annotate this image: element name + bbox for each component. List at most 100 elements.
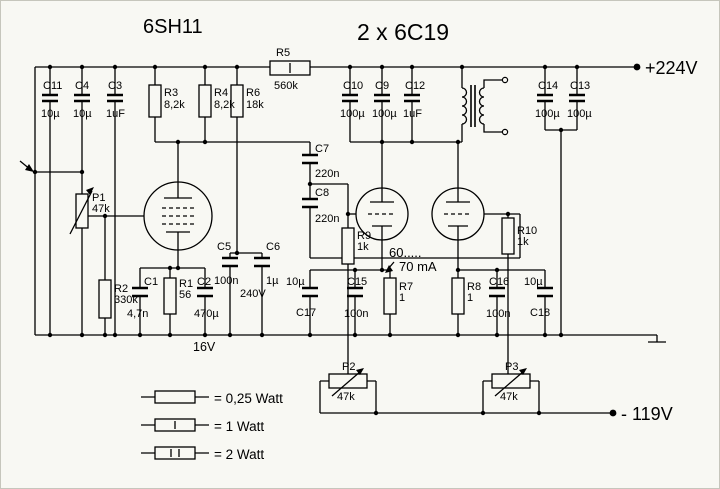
output-terminal-top — [501, 76, 509, 84]
resistor-R1 — [163, 277, 177, 315]
cap-C1 — [132, 286, 148, 298]
ref-C12: C12 — [405, 80, 425, 92]
label-supply-pos: +224V — [645, 58, 698, 78]
ref-C3: C3 — [108, 80, 122, 92]
cap-C17 — [302, 286, 318, 298]
val-R9: 1k — [357, 241, 369, 253]
cap-C14 — [537, 93, 553, 103]
val-C3: 1uF — [106, 108, 125, 120]
ref-P1: P1 — [92, 192, 105, 204]
ref-R10: R10 — [517, 225, 537, 237]
ref-C9: C9 — [375, 80, 389, 92]
cap-C8 — [302, 197, 318, 209]
val-R1: 56 — [179, 289, 191, 301]
val-C8: 220n — [315, 213, 339, 225]
val-R10: 1k — [517, 236, 529, 248]
ref-C17: C17 — [296, 307, 316, 319]
val-R8: 1 — [467, 292, 473, 304]
potentiometer-P3 — [491, 368, 531, 397]
current-note-arrow — [385, 261, 395, 273]
cap-C10 — [342, 93, 358, 103]
title-output-tubes: 2 x 6C19 — [357, 19, 449, 45]
label-cathode-voltage: 16V — [193, 340, 216, 354]
ref-R9: R9 — [357, 230, 371, 242]
val-C6: 1µ — [266, 275, 279, 287]
val-C13: 100µ — [567, 108, 592, 120]
ref-R6: R6 — [246, 87, 260, 99]
cap-C9 — [374, 93, 390, 103]
resistor-R4 — [198, 84, 212, 118]
val-C12: 1uF — [403, 108, 422, 120]
resistor-R9 — [341, 227, 355, 265]
capacitor-symbols — [42, 93, 585, 298]
ref-C4: C4 — [75, 80, 89, 92]
legend-label-1w: = 1 Watt — [214, 419, 264, 434]
val-R6: 18k — [246, 99, 264, 111]
note-current-2: 70 mA — [399, 259, 437, 274]
output-transformer — [461, 67, 509, 142]
ref-C5: C5 — [217, 241, 231, 253]
note-current-1: 60..... — [389, 245, 422, 260]
label-supply-neg: - 119V — [621, 404, 673, 424]
cap-C15 — [347, 286, 363, 298]
ref-C1: C1 — [144, 276, 158, 288]
val-C10: 100µ — [340, 108, 365, 120]
ref-C11: C11 — [43, 80, 62, 92]
val-P2: 47k — [337, 391, 355, 403]
ref-R8: R8 — [467, 281, 481, 293]
cap-C16 — [489, 286, 505, 298]
val-C4: 10µ — [73, 108, 92, 120]
ref-P3: P3 — [505, 361, 518, 373]
val-R5: 560k — [274, 80, 298, 92]
output-stage-wires — [309, 67, 546, 335]
val-C15: 100n — [344, 308, 368, 320]
input-arrow — [19, 160, 34, 172]
resistor-R7 — [383, 277, 397, 315]
triode-2-6c19 — [431, 187, 485, 241]
ref-C18: C18 — [530, 307, 550, 319]
potentiometer-P1 — [69, 187, 94, 235]
val-R4: 8,2k — [214, 99, 235, 111]
val-P3: 47k — [500, 391, 518, 403]
ref-C2: C2 — [197, 276, 211, 288]
cap-C6 — [254, 256, 270, 268]
legend-resistor-2w — [154, 446, 196, 460]
val-C14: 100µ — [535, 108, 560, 120]
resistor-R8 — [451, 277, 465, 315]
val-C2: 470µ — [194, 308, 219, 320]
cap-C18 — [537, 286, 553, 298]
output-terminal-bottom — [501, 128, 509, 136]
val-C5: 100n — [214, 275, 238, 287]
val-C16: 100n — [486, 308, 510, 320]
pentode-6sh11 — [143, 181, 213, 251]
ref-P2: P2 — [342, 361, 355, 373]
title-driver-tube: 6SH11 — [143, 16, 203, 38]
val-C18: 10µ — [524, 276, 543, 288]
resistor-R10 — [501, 217, 515, 255]
ref-R3: R3 — [164, 87, 178, 99]
ref-C16: C16 — [489, 276, 509, 288]
bias-network-wires — [319, 380, 540, 413]
resistor-symbols — [98, 60, 515, 319]
ref-R2: R2 — [114, 283, 128, 295]
cap-C2 — [197, 286, 213, 298]
plus-rail-terminal — [633, 63, 641, 71]
cap-C4 — [74, 93, 90, 103]
junction-dots — [32, 63, 641, 417]
val-R2: 330k — [114, 294, 138, 306]
ref-R5: R5 — [276, 47, 290, 59]
ref-R1: R1 — [179, 278, 193, 290]
ref-C10: C10 — [343, 80, 363, 92]
cap-C3 — [107, 93, 123, 103]
ref-C15: C15 — [347, 276, 367, 288]
legend-resistor-025w — [154, 390, 196, 404]
left-supply-branches — [35, 67, 310, 335]
ref-C6: C6 — [266, 241, 280, 253]
val-C1: 4,7n — [127, 308, 148, 320]
ref-C7: C7 — [315, 143, 329, 155]
legend-label-2w: = 2 Watt — [214, 447, 264, 462]
resistor-R6 — [230, 84, 244, 118]
val-R7: 1 — [399, 292, 405, 304]
ref-C14: C14 — [538, 80, 558, 92]
